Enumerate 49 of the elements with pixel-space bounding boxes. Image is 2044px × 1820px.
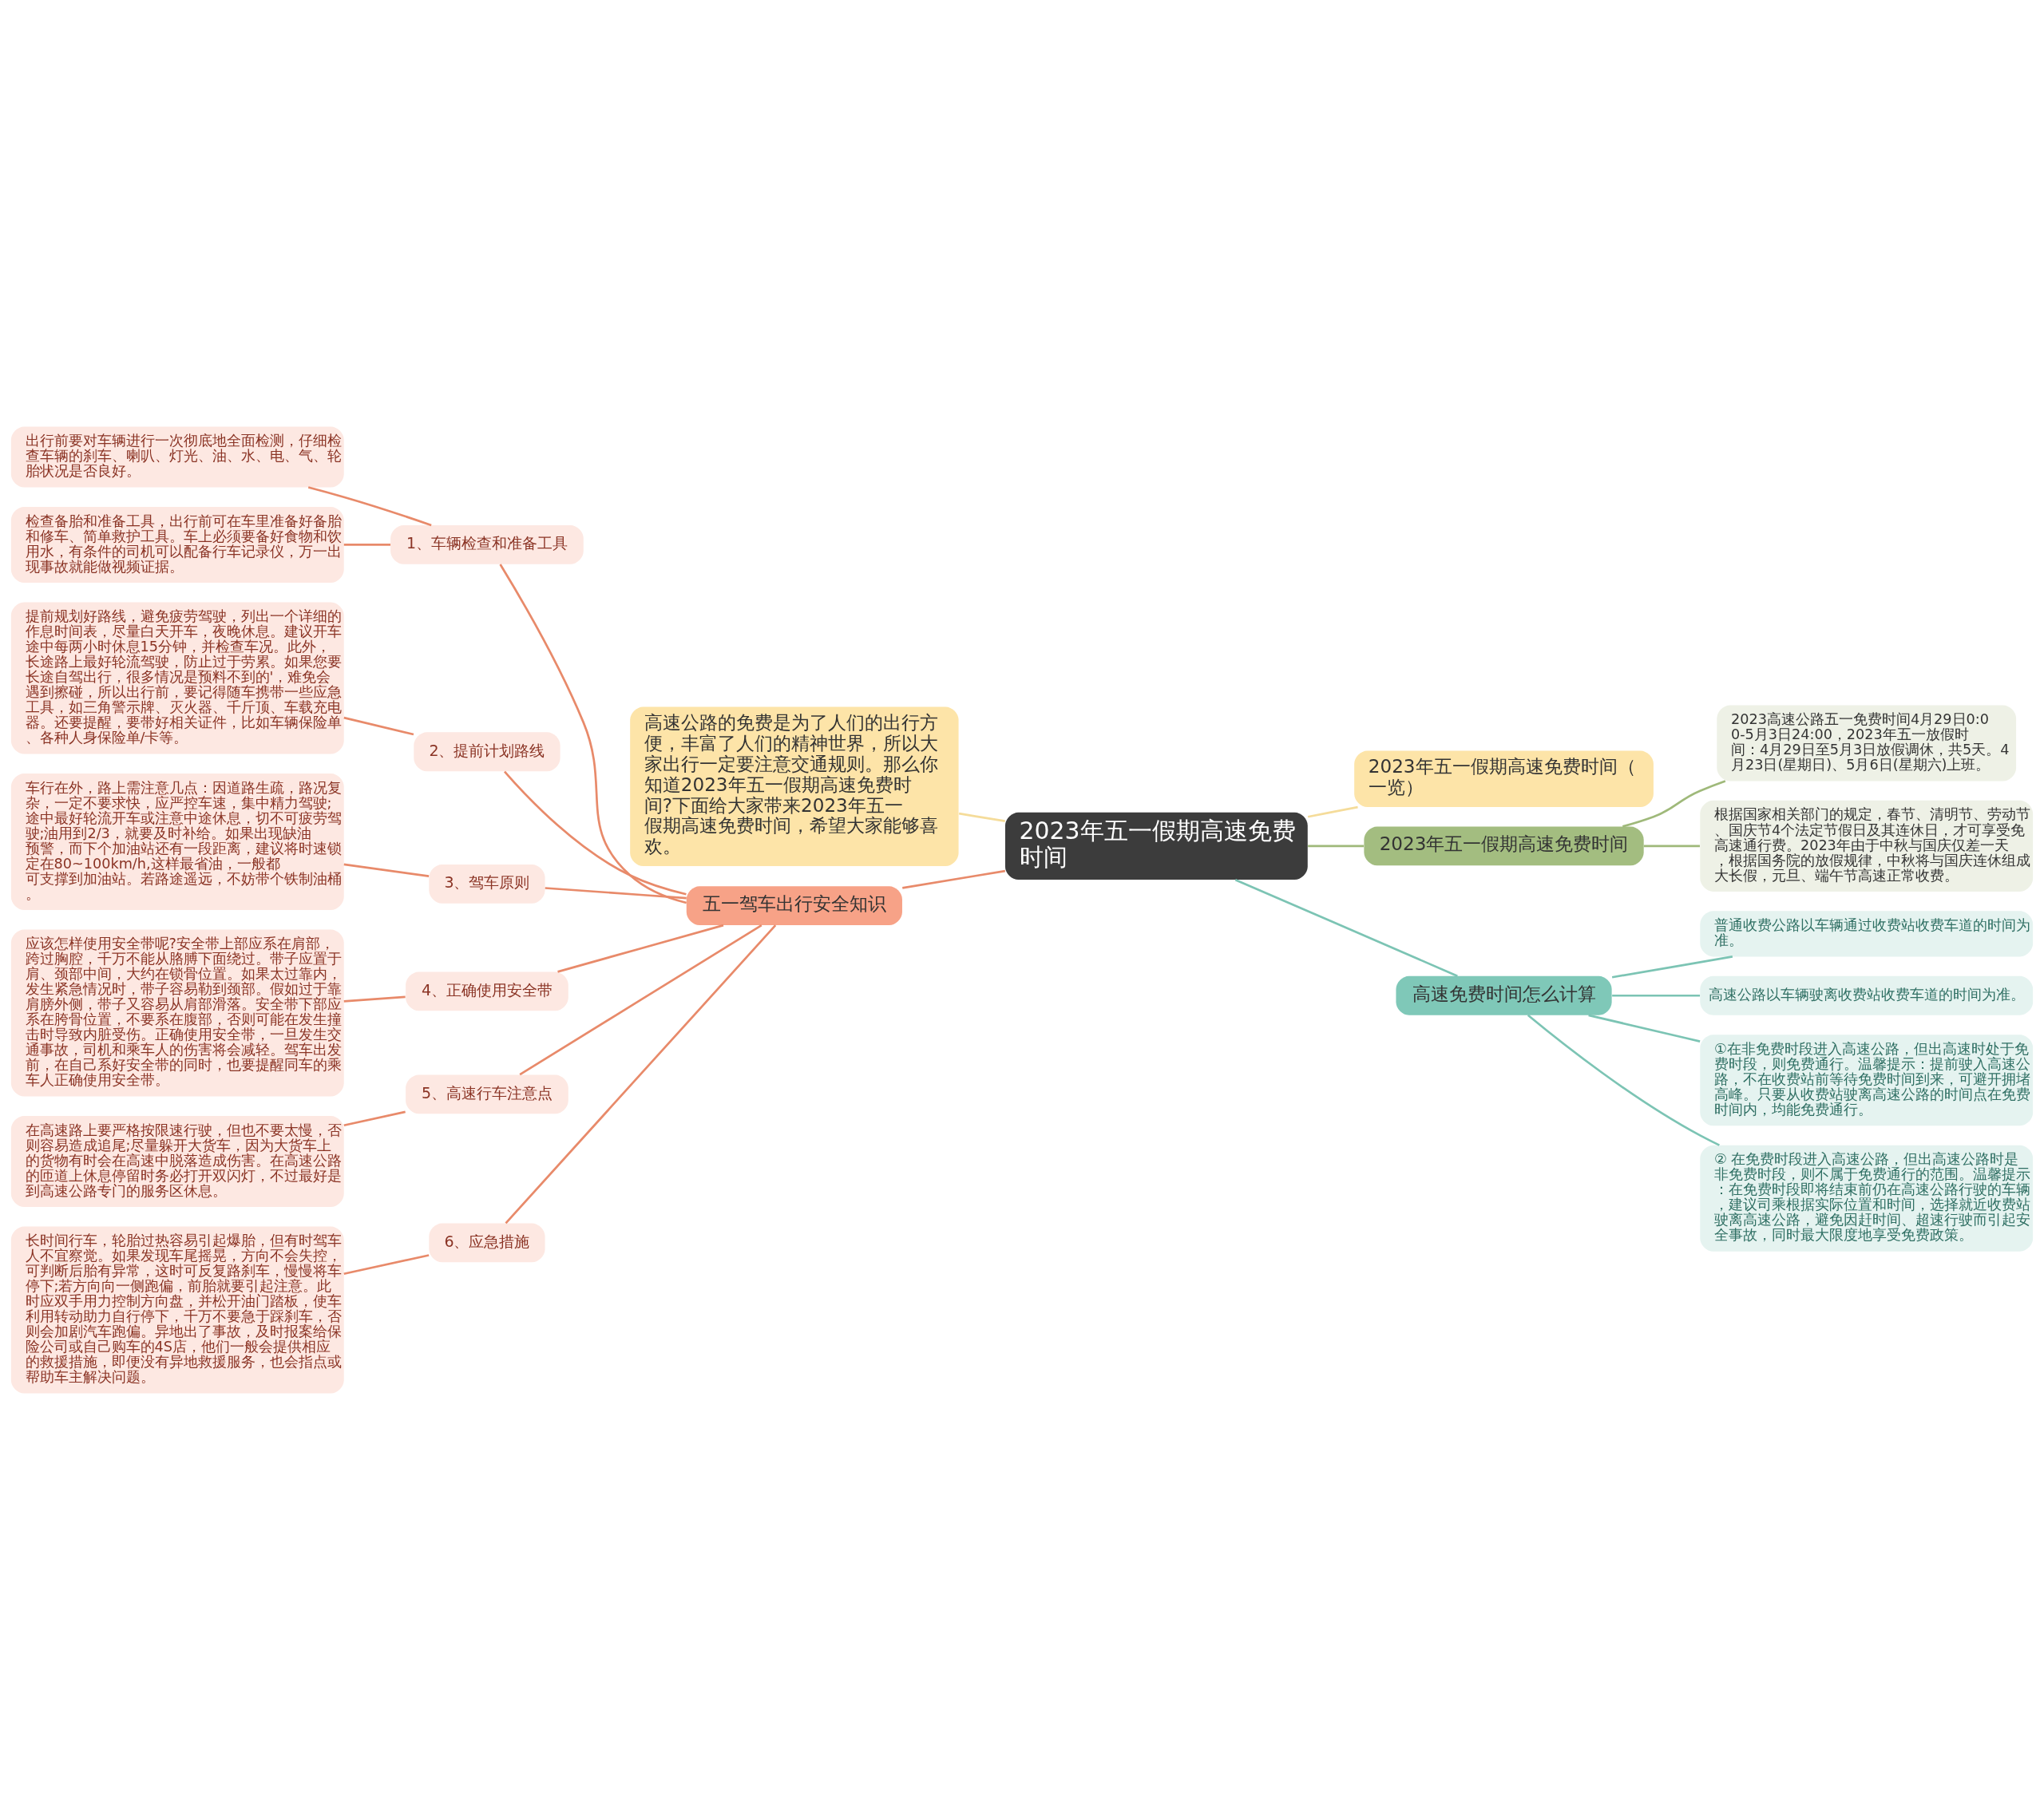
- connector: [307, 486, 432, 527]
- node-box: 提前规划好路线，避免疲劳驾驶，列出一个详细的作息时间表，尽量白天开车，夜晚休息。建议开车途中每两小时休息15分钟，并检查车况。此外，长途路上最好轮流驾驶，防止过于劳累。如果您要长途自驾出行，很多情况是预料不到的'，难免会遇到擦碰，所以出行前，要记得随车携带一些应急工具，如三角警示牌、灭火器、千斤顶、车载充电器。还要提醒，要带好相关证件，比如车辆保险单、各种人身保险单/卡等。: [10, 602, 344, 754]
- node-box: 长时间行车，轮胎过热容易引起爆胎，但有时驾车人不宜察觉。如果发现车尾摇晃，方向不会失控，可判断后胎有异常，这时可反复路刹车，慢慢将车停下;若方向向一侧跑偏，前胎就要引起注意。此时应双手用力控制方向盘，并松开油门踏板，使车利用转动助力自行停下，千万不要急于踩刹车，否则会加剧汽车跑偏。异地出了事故，及时报案给保险公司或自己购车的4S店，他们一般会提供相应的救援措施，即便没有异地救援服务，也会指点或帮助车主解决问题。: [10, 1226, 344, 1394]
- node-box: 3、驾车原则: [429, 864, 545, 904]
- connector: [902, 869, 1006, 889]
- connector: [343, 1254, 430, 1276]
- connector: [505, 924, 777, 1225]
- node-box: 2023年五一假期高速免费时间: [1004, 812, 1308, 880]
- connector: [343, 863, 430, 877]
- node-box: 2023年五一假期高速免费时间（一览）: [1354, 750, 1654, 807]
- node-box: 6、应急措施: [429, 1223, 545, 1263]
- connector: [503, 770, 687, 896]
- node-box: 根据国家相关部门的规定，春节、清明节、劳动节、国庆节4个法定节假日及其连休日，才可享受免高速通行费。2023年由于中秋与国庆仅差一天，根据国务院的放假规律，中秋将与国庆连休组成大长假，元旦、端午节高速正常收费。: [1700, 800, 2034, 892]
- node-box: 2、提前计划路线: [414, 732, 561, 772]
- node-box: 应该怎样使用安全带呢?安全带上部应系在肩部，跨过胸腔，千万不能从胳膊下面绕过。带子应置于肩、颈部中间，大约在锁骨位置。如果太过靠内，发生紧急情况时，带子容易勒到颈部。假如过于靠肩膀外侧，带子又容易从肩部滑落。安全带下部应系在胯骨位置，不要系在腹部，否则可能在发生撞击时导致内脏受伤。正确使用安全带，一旦发生交通事故，司机和乘车人的伤害将会减轻。驾车出发前，在自己系好安全带的同时，也要提醒同车的乘车人正确使用安全带。: [10, 929, 344, 1097]
- node-box: 2023高速公路五一免费时间4月29日0:00-5月3日24:00，2023年五一放假时间：4月29日至5月3日放假调休，共5天。4月23日(星期日)、5月6日(星期六)上班。: [1717, 705, 2017, 781]
- connector: [1588, 1014, 1701, 1043]
- node-box: 高速公路的免费是为了人们的出行方便，丰富了人们的精神世界，所以大家出行一定要注意交通规则。那么你知道2023年五一假期高速免费时间?下面给大家带来2023年五一假期高速免费时间，希望大家能够喜欢。: [630, 706, 959, 866]
- connector: [1643, 845, 1700, 848]
- connector: [343, 1110, 406, 1127]
- connector: [1611, 956, 1733, 979]
- node-box: 检查备胎和准备工具，出行前可在车里准备好备胎和修车、简单救护工具。车上必须要备好食物和饮用水，有条件的司机可以配备行车记录仪，万一出现事故就能做视频证据。: [10, 506, 344, 583]
- node-box: 高速公路以车辆驶离收费站收费车道的时间为准。: [1700, 975, 2034, 1015]
- connector: [1622, 780, 1726, 828]
- node-box: 1、车辆检查和准备工具: [390, 525, 584, 564]
- connector: [545, 887, 687, 900]
- node-box: ② 在免费时段进入高速公路，但出高速公路时是非免费时段，则不属于免费通行的范围。温馨提示：在免费时段即将结束前仍在高速公路行驶的车辆，建议司乘根据实际位置和时间，选择就近收费站驶离高速公路，避免因赶时间、超速行驶而引起安全事故，同时最大限度地享受免费政策。: [1700, 1145, 2034, 1252]
- connector: [1527, 1014, 1720, 1146]
- node-box: 普通收费公路以车辆通过收费站收费车道的时间为准。: [1700, 911, 2034, 957]
- connector: [343, 544, 391, 546]
- node-box: 2023年五一假期高速免费时间: [1364, 826, 1644, 866]
- connector: [557, 924, 724, 973]
- connector: [1234, 878, 1458, 977]
- connector: [343, 995, 406, 1003]
- node-box: 车行在外，路上需注意几点：因道路生疏，路况复杂，一定不要求快，应严控车速，集中精力驾驶;途中最好轮流开车或注意中途休息，切不可疲劳驾驶;油用到2/3，就要及时补给。如果出现缺油预警，而下个加油站还有一段距离，建议将时速锁定在80~100km/h,这样最省油，一般都可支撑到加油站。若路途遥远，不妨带个铁制油桶。: [10, 773, 344, 910]
- node-box: ①在非免费时段进入高速公路，但出高速时处于免费时段，则免费通行。温馨提示：提前驶入高速公路，不在收费站前等待免费时间到来，可避开拥堵高峰。只要从收费站驶离高速公路的时间点在免费时间内，均能免费通行。: [1700, 1035, 2034, 1126]
- connector: [519, 924, 763, 1076]
- connector: [1612, 994, 1701, 997]
- node-box: 出行前要对车辆进行一次彻底地全面检测，仔细检查车辆的刹车、喇叭、灯光、油、水、电、气、轮胎状况是否良好。: [10, 426, 344, 488]
- connector: [499, 564, 687, 904]
- connector: [958, 812, 1005, 823]
- connector: [343, 716, 414, 736]
- connector: [1308, 845, 1364, 848]
- node-box: 5、高速行车注意点: [406, 1074, 568, 1114]
- node-box: 五一驾车出行安全知识: [686, 886, 902, 925]
- node-box: 4、正确使用安全带: [406, 971, 568, 1011]
- connector: [1307, 805, 1358, 818]
- node-box: 高速免费时间怎么计算: [1396, 975, 1612, 1015]
- node-box: 在高速路上要严格按限速行驶，但也不要太慢，否则容易造成追尾;尽量躲开大货车，因为大货车上的货物有时会在高速中脱落造成伤害。在高速公路的匝道上休息停留时务必打开双闪灯，不过最好是到高速公路专门的服务区休息。: [10, 1116, 344, 1208]
